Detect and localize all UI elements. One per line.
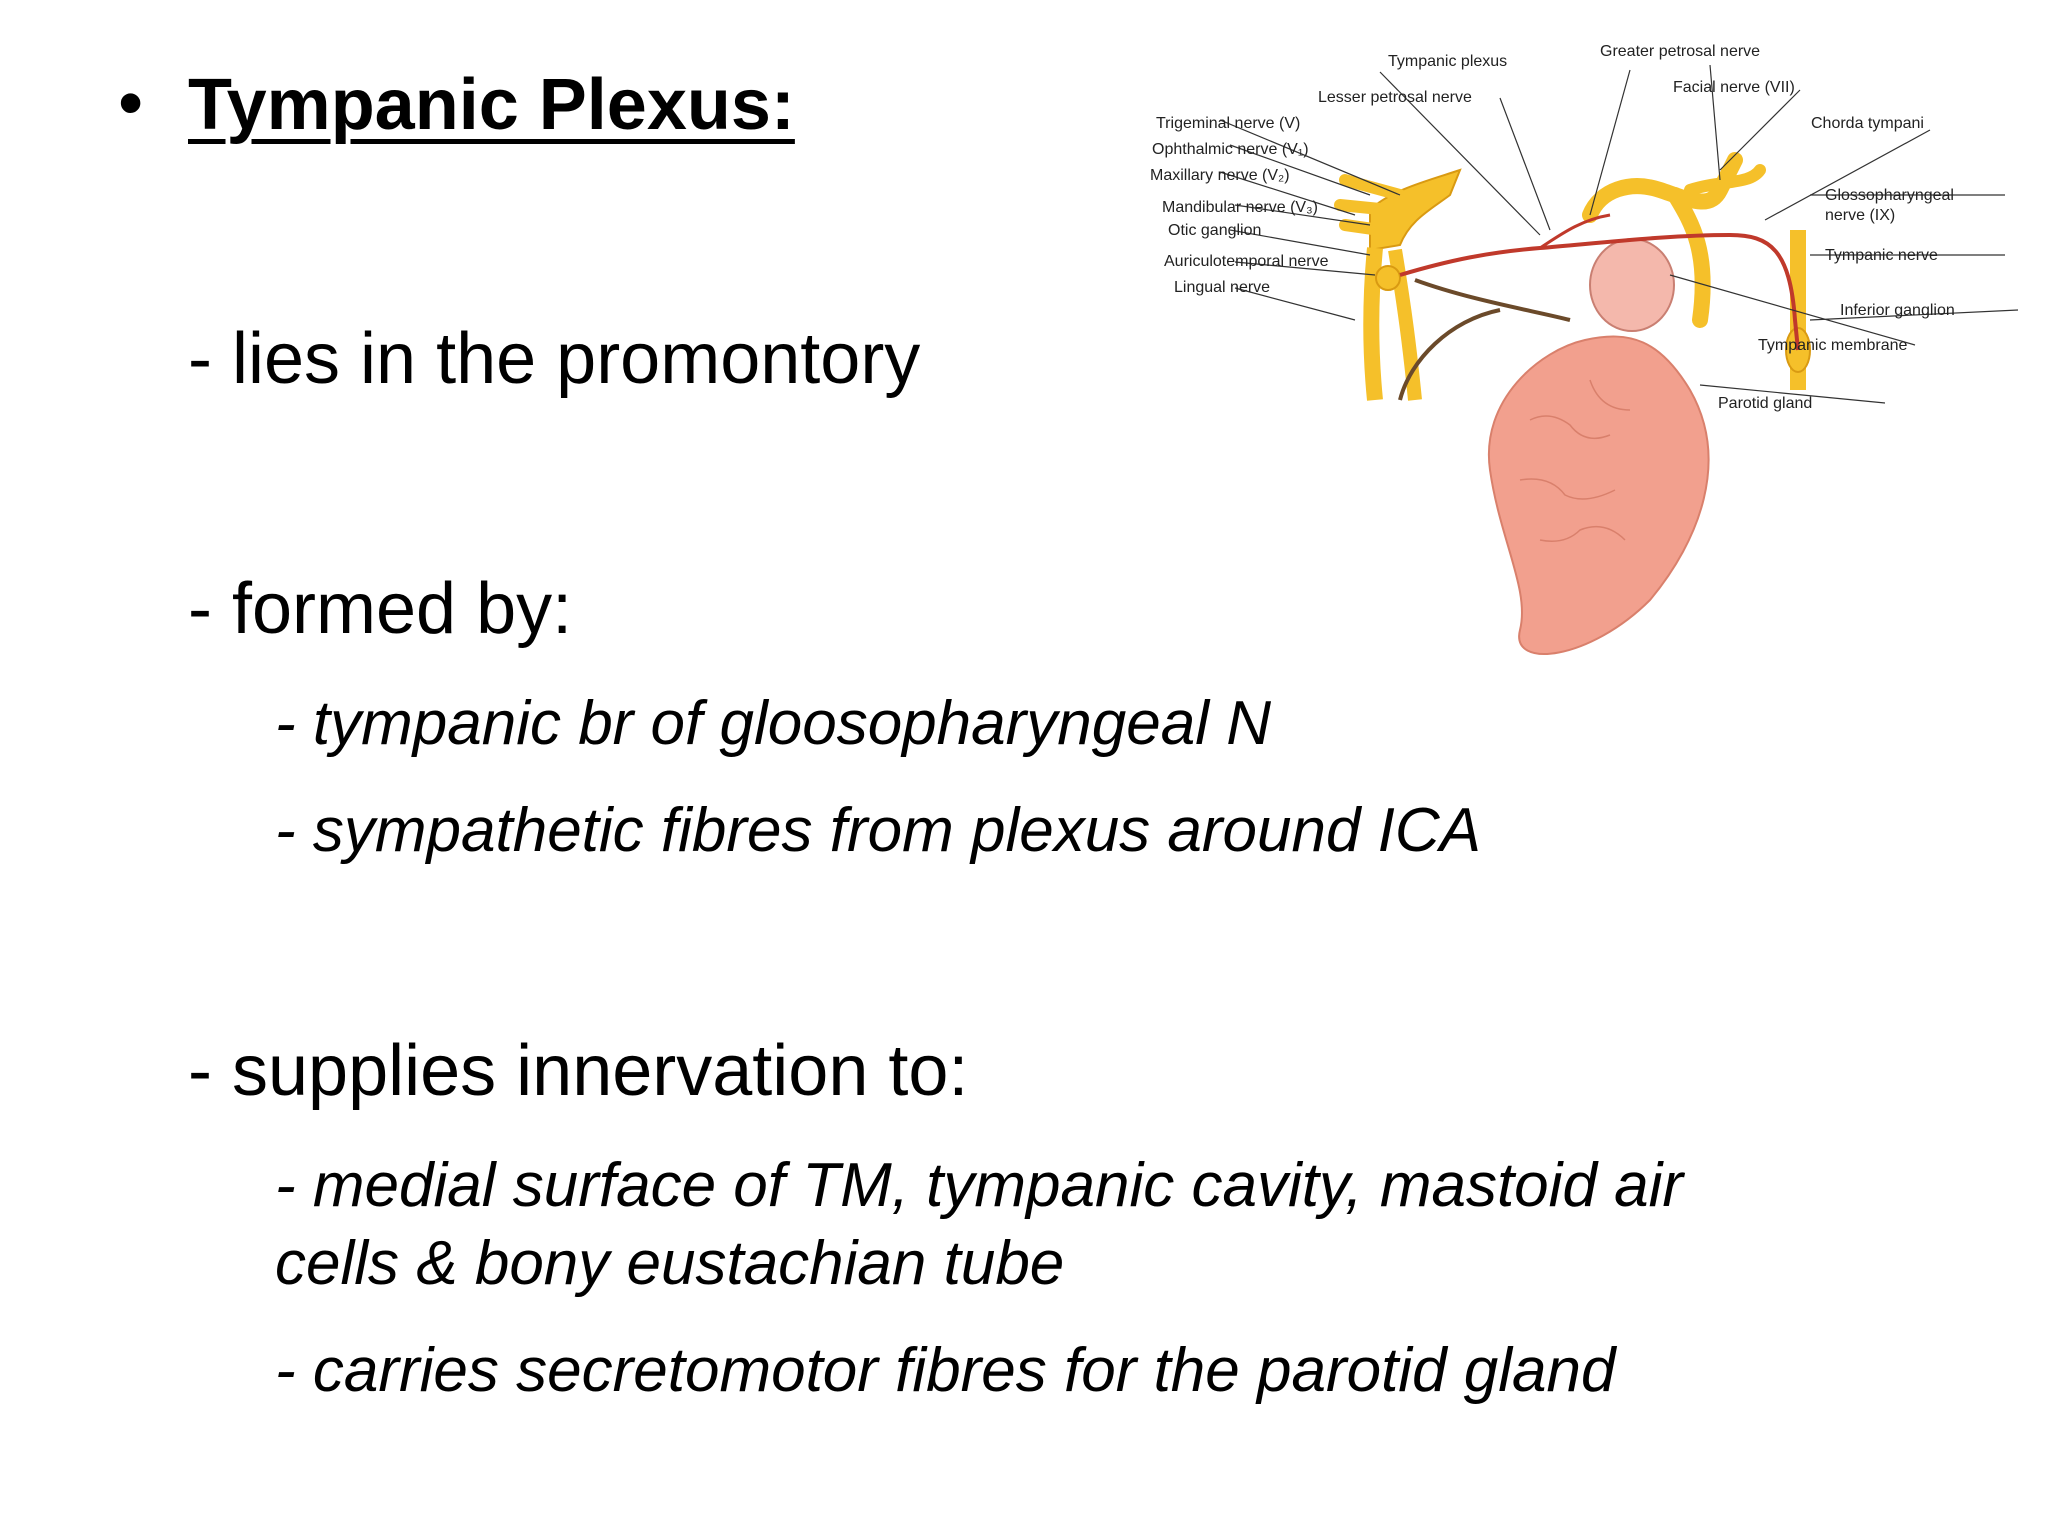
otic-ganglion [1375, 265, 1401, 291]
label-trigeminal: Trigeminal nerve (V) [1156, 115, 1300, 132]
title-bullet: • [118, 63, 144, 143]
tympanic-fibre-pathway [1399, 232, 1800, 351]
label-auriculotemporal: Auriculotemporal nerve [1164, 253, 1329, 270]
label-glossopharyngeal-1: Glossopharyngeal [1825, 187, 1954, 204]
label-tympanic-plexus: Tympanic plexus [1388, 53, 1507, 70]
label-tympanic-membrane: Tympanic membrane [1758, 337, 1907, 354]
label-lesser-petrosal: Lesser petrosal nerve [1318, 89, 1472, 106]
label-chorda-tympani: Chorda tympani [1811, 115, 1924, 132]
label-maxillary: Maxillary nerve (V₂) [1150, 167, 1290, 184]
label-lingual: Lingual nerve [1174, 279, 1270, 296]
facial-nerve [1582, 152, 1743, 223]
supplies-item-2: - carries secretomotor fibres for the pa… [275, 1336, 1616, 1405]
mandibular-nerve [1363, 247, 1383, 401]
label-inferior-ganglion: Inferior ganglion [1840, 302, 1955, 319]
label-parotid: Parotid gland [1718, 395, 1812, 412]
label-mandibular: Mandibular nerve (V₃) [1162, 199, 1318, 216]
tympanic-membrane [1589, 238, 1675, 332]
label-otic-ganglion: Otic ganglion [1168, 222, 1261, 239]
supplies-item-1-line-2: cells & bony eustachian tube [275, 1229, 1065, 1298]
tympanic-plexus-diagram: Tympanic plexus Greater petrosal nerve L… [1150, 43, 2019, 655]
parotid-gland [1487, 335, 1710, 655]
slide-title: Tympanic Plexus: [188, 65, 795, 145]
point-formed-by: - formed by: [188, 569, 573, 649]
label-facial-nerve: Facial nerve (VII) [1673, 79, 1795, 96]
label-greater-petrosal: Greater petrosal nerve [1600, 43, 1760, 60]
label-tympanic-nerve: Tympanic nerve [1825, 247, 1938, 264]
label-glossopharyngeal-2: nerve (IX) [1825, 207, 1895, 224]
label-ophthalmic: Ophthalmic nerve (V₁) [1152, 141, 1309, 158]
formed-by-item-2: - sympathetic fibres from plexus around … [275, 796, 1482, 865]
point-promontory: - lies in the promontory [188, 319, 921, 399]
supplies-item-1-line-1: - medial surface of TM, tympanic cavity,… [275, 1151, 1684, 1220]
formed-by-item-1: - tympanic br of gloosopharyngeal N [275, 689, 1271, 758]
point-supplies: - supplies innervation to: [188, 1031, 969, 1111]
